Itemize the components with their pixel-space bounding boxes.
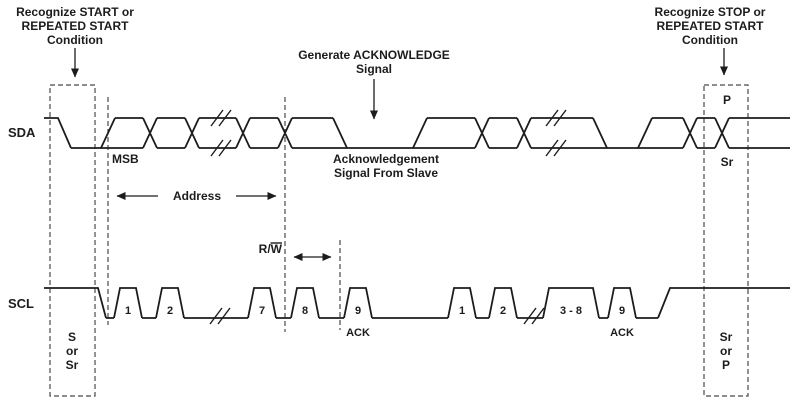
stop-box-line1: Sr (720, 330, 733, 344)
start-annotation-line2: REPEATED START (22, 19, 130, 33)
scl-clock-numbers-byte2: 1 2 3 - 8 9 ACK (459, 305, 634, 339)
start-annotation-line3: Condition (47, 33, 103, 47)
sda-waveform (44, 109, 790, 157)
rw-label: R/W (259, 242, 283, 256)
sda-break-marks (210, 109, 567, 157)
scl-break-marks (209, 307, 545, 325)
ack-annotation: Generate ACKNOWLEDGE Signal (298, 48, 450, 120)
clock-number: 7 (259, 305, 265, 317)
stop-box-text: Sr or P (720, 330, 733, 372)
clock-number: 3 - 8 (560, 305, 582, 317)
clock-number: 2 (167, 305, 173, 317)
start-annotation-line1: Recognize START or (16, 5, 134, 19)
start-annotation: Recognize START or REPEATED START Condit… (16, 5, 134, 78)
scl-waveform (44, 287, 790, 325)
clock-number: 1 (125, 305, 131, 317)
clock-number: 8 (302, 305, 308, 317)
stop-annotation-line3: Condition (682, 33, 738, 47)
address-label: Address (173, 189, 221, 203)
sda-label: SDA (8, 125, 36, 140)
stop-annotation-line2: REPEATED START (657, 19, 765, 33)
start-box-line3: Sr (66, 358, 79, 372)
ack-note: Acknowledgement Signal From Slave (333, 152, 439, 180)
start-box-text: S or Sr (66, 330, 79, 372)
stop-box-line3: P (722, 358, 730, 372)
start-condition-box (49, 84, 96, 397)
bit-boundary-guides (107, 97, 341, 332)
sda-bit-transitions (100, 117, 730, 149)
clock-number: 1 (459, 305, 465, 317)
scl-label: SCL (8, 296, 34, 311)
ack-note-line1: Acknowledgement (333, 152, 439, 166)
sda-start-falling-edge (44, 117, 72, 149)
stop-box-line2: or (720, 344, 732, 358)
scl-clock-pulses (113, 287, 637, 319)
scl-clock-numbers-byte1: 1 2 7 8 9 ACK (125, 305, 370, 339)
stop-condition-box (703, 84, 749, 397)
stop-p-label: P (723, 93, 731, 107)
clock-number: 9 (355, 305, 361, 317)
stop-sr-label: Sr (721, 155, 734, 169)
scl-end-rising-edge (657, 287, 790, 319)
stop-annotation-line1: Recognize STOP or (655, 5, 766, 19)
start-box-line1: S (68, 330, 76, 344)
start-box-line2: or (66, 344, 78, 358)
ack-note-line2: Signal From Slave (334, 166, 438, 180)
msb-label: MSB (112, 152, 139, 166)
rw-span: R/W (259, 242, 332, 261)
ack-label: ACK (346, 327, 370, 339)
stop-annotation: Recognize STOP or REPEATED START Conditi… (655, 5, 766, 76)
ack-annotation-line1: Generate ACKNOWLEDGE (298, 48, 450, 62)
ack-label: ACK (610, 327, 634, 339)
scl-start-falling-edge (44, 287, 107, 319)
clock-number: 2 (500, 305, 506, 317)
clock-number: 9 (619, 305, 625, 317)
address-span: Address (116, 189, 277, 203)
ack-annotation-line2: Signal (356, 62, 392, 76)
